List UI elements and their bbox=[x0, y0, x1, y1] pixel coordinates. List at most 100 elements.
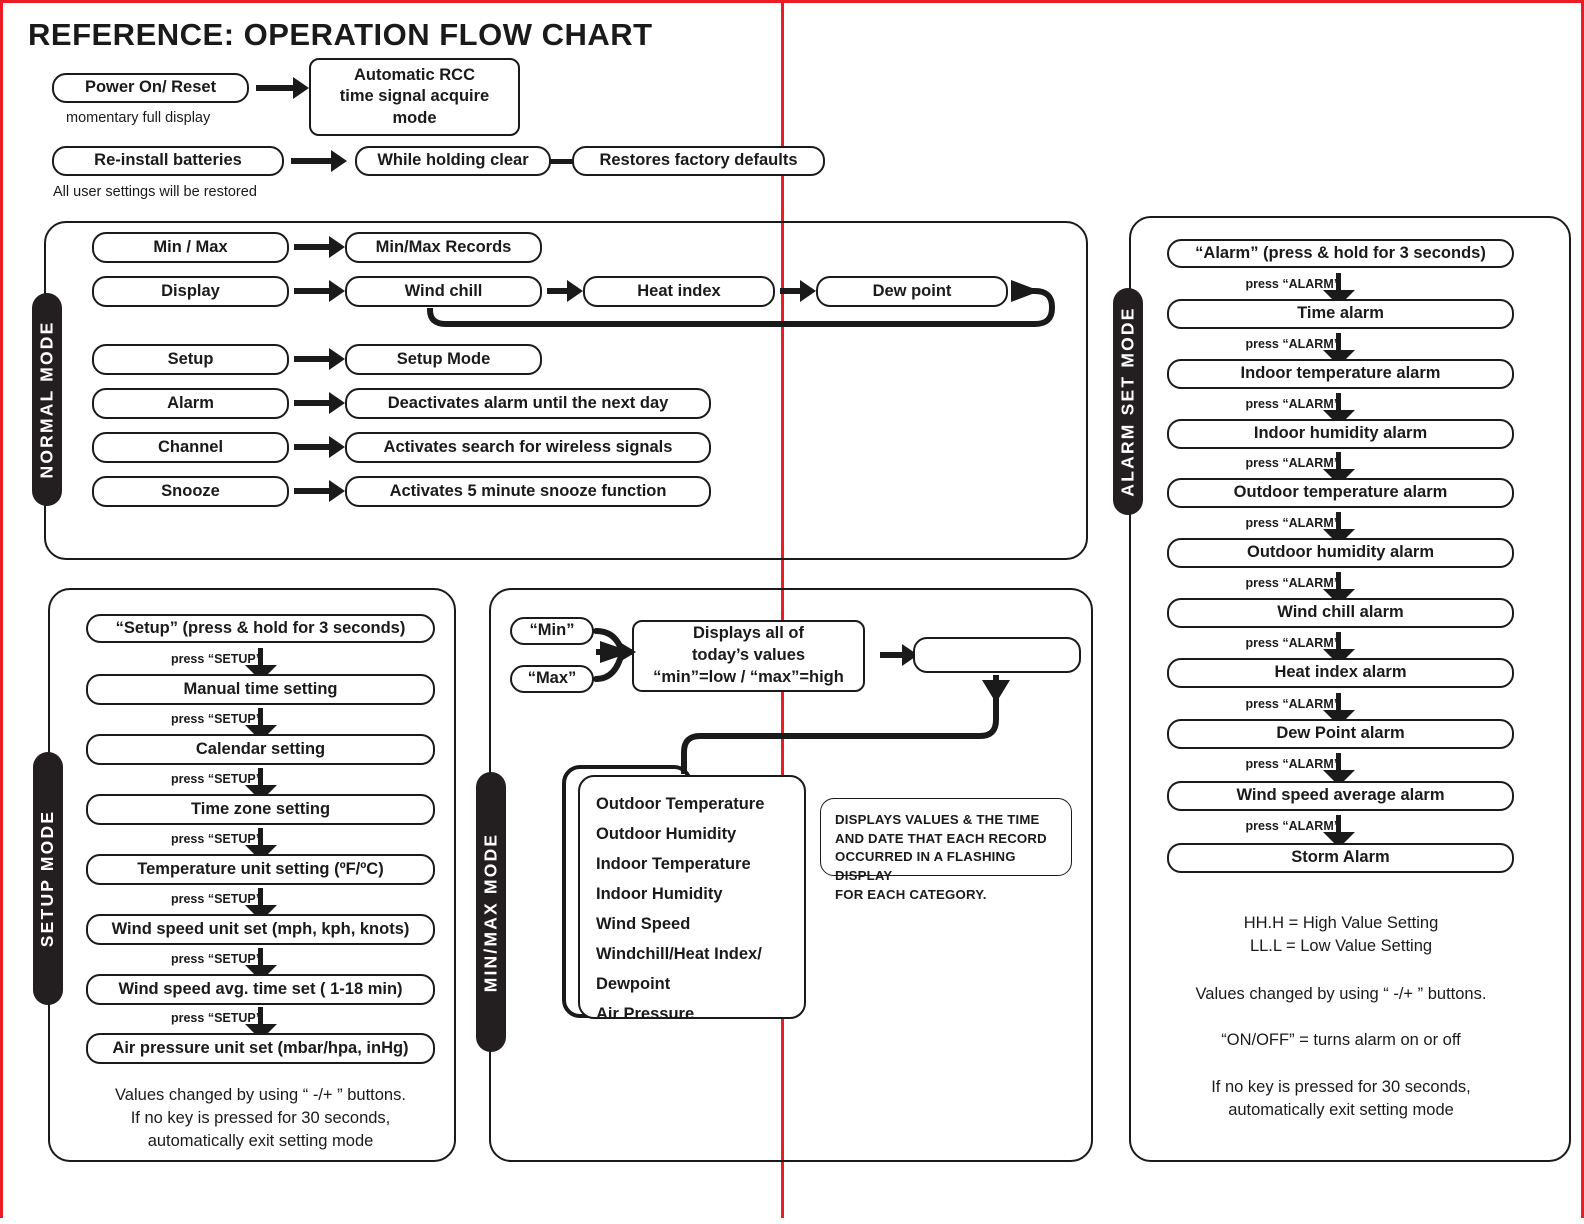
list-item: Outdoor Humidity bbox=[596, 825, 737, 844]
press-alarm-label-10: press “ALARM” bbox=[1245, 819, 1340, 833]
press-setup-label-2: press “SETUP” bbox=[170, 712, 262, 726]
arrow-alarm-step-3 bbox=[1323, 393, 1355, 426]
press-alarm-label-4: press “ALARM” bbox=[1245, 456, 1340, 470]
box-restores-factory-defaults: Restores factory defaults bbox=[572, 146, 825, 176]
press-setup-label-6: press “SETUP” bbox=[170, 952, 262, 966]
press-alarm-label-7: press “ALARM” bbox=[1245, 636, 1340, 650]
list-item: Air Pressure bbox=[596, 1005, 695, 1024]
alarm-legend-line-5: If no key is pressed for 30 seconds, bbox=[1211, 1078, 1471, 1096]
alarm-legend-buttons: Values changed by using “ -/+ ” buttons. bbox=[1195, 985, 1487, 1003]
box-key-min-max[interactable]: Min / Max bbox=[92, 232, 289, 263]
box-reinstall-batteries[interactable]: Re-install batteries bbox=[52, 146, 284, 176]
box-alarm-step-7: Heat index alarm bbox=[1167, 658, 1514, 688]
rcc-line-2: time signal acquire bbox=[339, 87, 490, 106]
list-minmax-categories: Outdoor Temperature Outdoor Humidity Ind… bbox=[578, 775, 806, 1023]
box-key-channel[interactable]: Channel bbox=[92, 432, 289, 463]
box-key-alarm[interactable]: Alarm bbox=[92, 388, 289, 419]
arrow-alarm-step-9 bbox=[1323, 753, 1355, 786]
list-item: Outdoor Temperature bbox=[596, 795, 765, 813]
arrow-reinstall-to-clear bbox=[291, 150, 347, 172]
arrow-display-to-windchill bbox=[294, 280, 345, 302]
trim-mark-center bbox=[781, 0, 784, 1218]
arrow-displays-to-empty bbox=[880, 644, 918, 666]
box-result-channel: Activates search for wireless signals bbox=[345, 432, 711, 463]
box-result-alarm: Deactivates alarm until the next day bbox=[345, 388, 711, 419]
mode-label-alarm-set-mode: ALARM SET MODE bbox=[1113, 288, 1143, 515]
press-setup-label-5: press “SETUP” bbox=[170, 892, 262, 906]
arrow-setup-step-3 bbox=[245, 768, 277, 801]
arrow-alarm-step-10 bbox=[1323, 815, 1355, 848]
press-setup-label-7: press “SETUP” bbox=[170, 1011, 262, 1025]
box-min-button[interactable]: “Min” bbox=[510, 617, 594, 645]
mode-label-normal-mode: NORMAL MODE bbox=[32, 293, 62, 506]
box-setup-step-3: Time zone setting bbox=[86, 794, 435, 825]
box-alarm-step-9: Wind speed average alarm bbox=[1167, 781, 1514, 811]
box-max-button[interactable]: “Max” bbox=[510, 665, 594, 693]
box-setup-entry[interactable]: “Setup” (press & hold for 3 seconds) bbox=[86, 614, 435, 643]
list-item: Wind Speed bbox=[596, 915, 691, 934]
arrow-setup-to-setupmode bbox=[294, 348, 345, 370]
box-displays-todays-values: Displays all of today’s values “min”=low… bbox=[632, 620, 865, 692]
rcc-line-1: Automatic RCC bbox=[353, 65, 475, 84]
arrow-heatindex-to-dewpoint bbox=[780, 280, 816, 302]
arrow-minmax-to-records bbox=[294, 236, 345, 258]
box-key-display[interactable]: Display bbox=[92, 276, 289, 307]
box-minmax-empty bbox=[913, 637, 1081, 673]
displays-line-1: Displays all of bbox=[693, 624, 804, 643]
press-alarm-label-3: press “ALARM” bbox=[1245, 397, 1340, 411]
arrow-power-to-rcc bbox=[256, 77, 309, 99]
box-while-holding-clear: While holding clear bbox=[355, 146, 551, 176]
box-heat-index: Heat index bbox=[583, 276, 775, 307]
mode-label-setup-mode: SETUP MODE bbox=[33, 752, 63, 1005]
mode-label-minmax-mode-text: MIN/MAX MODE bbox=[480, 832, 501, 992]
caption-line-4: FOR EACH CATEGORY. bbox=[835, 886, 987, 902]
trim-mark-top bbox=[0, 0, 1584, 3]
caption-minmax-flashing-display: DISPLAYS VALUES & THE TIME AND DATE THAT… bbox=[820, 798, 1072, 902]
box-result-snooze: Activates 5 minute snooze function bbox=[345, 476, 711, 507]
panel-alarm-set-mode bbox=[1129, 216, 1571, 1162]
setup-footnote-line-3: automatically exit setting mode bbox=[147, 1131, 374, 1150]
box-power-on-reset[interactable]: Power On/ Reset bbox=[52, 73, 249, 103]
displays-line-3: “min”=low / “max”=high bbox=[653, 667, 844, 686]
arrow-setup-step-4 bbox=[245, 828, 277, 861]
arrow-setup-step-2 bbox=[245, 708, 277, 741]
arrow-alarm-to-result bbox=[294, 392, 345, 414]
box-setup-step-5: Wind speed unit set (mph, kph, knots) bbox=[86, 914, 435, 945]
arrow-alarm-step-6 bbox=[1323, 572, 1355, 605]
arrow-channel-to-result bbox=[294, 436, 345, 458]
arrow-snooze-to-result bbox=[294, 480, 345, 502]
arrow-alarm-step-8 bbox=[1323, 693, 1355, 726]
caption-line-2: AND DATE THAT EACH RECORD bbox=[835, 830, 1047, 846]
box-alarm-step-4: Outdoor temperature alarm bbox=[1167, 478, 1514, 508]
box-dew-point: Dew point bbox=[816, 276, 1008, 307]
press-alarm-label-8: press “ALARM” bbox=[1245, 697, 1340, 711]
box-alarm-step-2: Indoor temperature alarm bbox=[1167, 359, 1514, 389]
press-setup-label-3: press “SETUP” bbox=[170, 772, 262, 786]
box-alarm-entry[interactable]: “Alarm” (press & hold for 3 seconds) bbox=[1167, 239, 1514, 268]
mode-label-alarm-set-mode-text: ALARM SET MODE bbox=[1117, 306, 1138, 497]
press-alarm-label-5: press “ALARM” bbox=[1245, 516, 1340, 530]
box-key-setup[interactable]: Setup bbox=[92, 344, 289, 375]
mode-label-normal-mode-text: NORMAL MODE bbox=[36, 320, 57, 479]
note-all-user-settings-restored: All user settings will be restored bbox=[53, 184, 257, 200]
alarm-legend-line-2: LL.L = Low Value Setting bbox=[1249, 936, 1433, 955]
setup-footnote-line-1: Values changed by using “ -/+ ” buttons. bbox=[115, 1086, 406, 1104]
trim-mark-left bbox=[0, 0, 3, 1218]
alarm-legend-values: HH.H = High Value Setting LL.L = Low Val… bbox=[1150, 912, 1532, 958]
displays-line-2: today’s values bbox=[691, 646, 806, 665]
caption-line-3: OCCURRED IN A FLASHING DISPLAY bbox=[835, 849, 1016, 884]
rcc-line-3: mode bbox=[392, 108, 437, 127]
arrow-setup-step-1 bbox=[245, 648, 277, 681]
box-alarm-step-5: Outdoor humidity alarm bbox=[1167, 538, 1514, 568]
box-key-snooze[interactable]: Snooze bbox=[92, 476, 289, 507]
box-alarm-step-8: Dew Point alarm bbox=[1167, 719, 1514, 749]
list-item: Indoor Humidity bbox=[596, 885, 723, 904]
box-wind-chill: Wind chill bbox=[345, 276, 542, 307]
arrow-alarm-step-7 bbox=[1323, 632, 1355, 665]
connector-clear-to-restores bbox=[549, 159, 573, 164]
press-setup-label-4: press “SETUP” bbox=[170, 832, 262, 846]
note-momentary-full-display: momentary full display bbox=[66, 110, 211, 126]
box-setup-step-7: Air pressure unit set (mbar/hpa, inHg) bbox=[86, 1033, 435, 1064]
alarm-legend-onoff: “ON/OFF” = turns alarm on or off bbox=[1221, 1031, 1461, 1049]
arrow-setup-step-7 bbox=[245, 1007, 277, 1040]
